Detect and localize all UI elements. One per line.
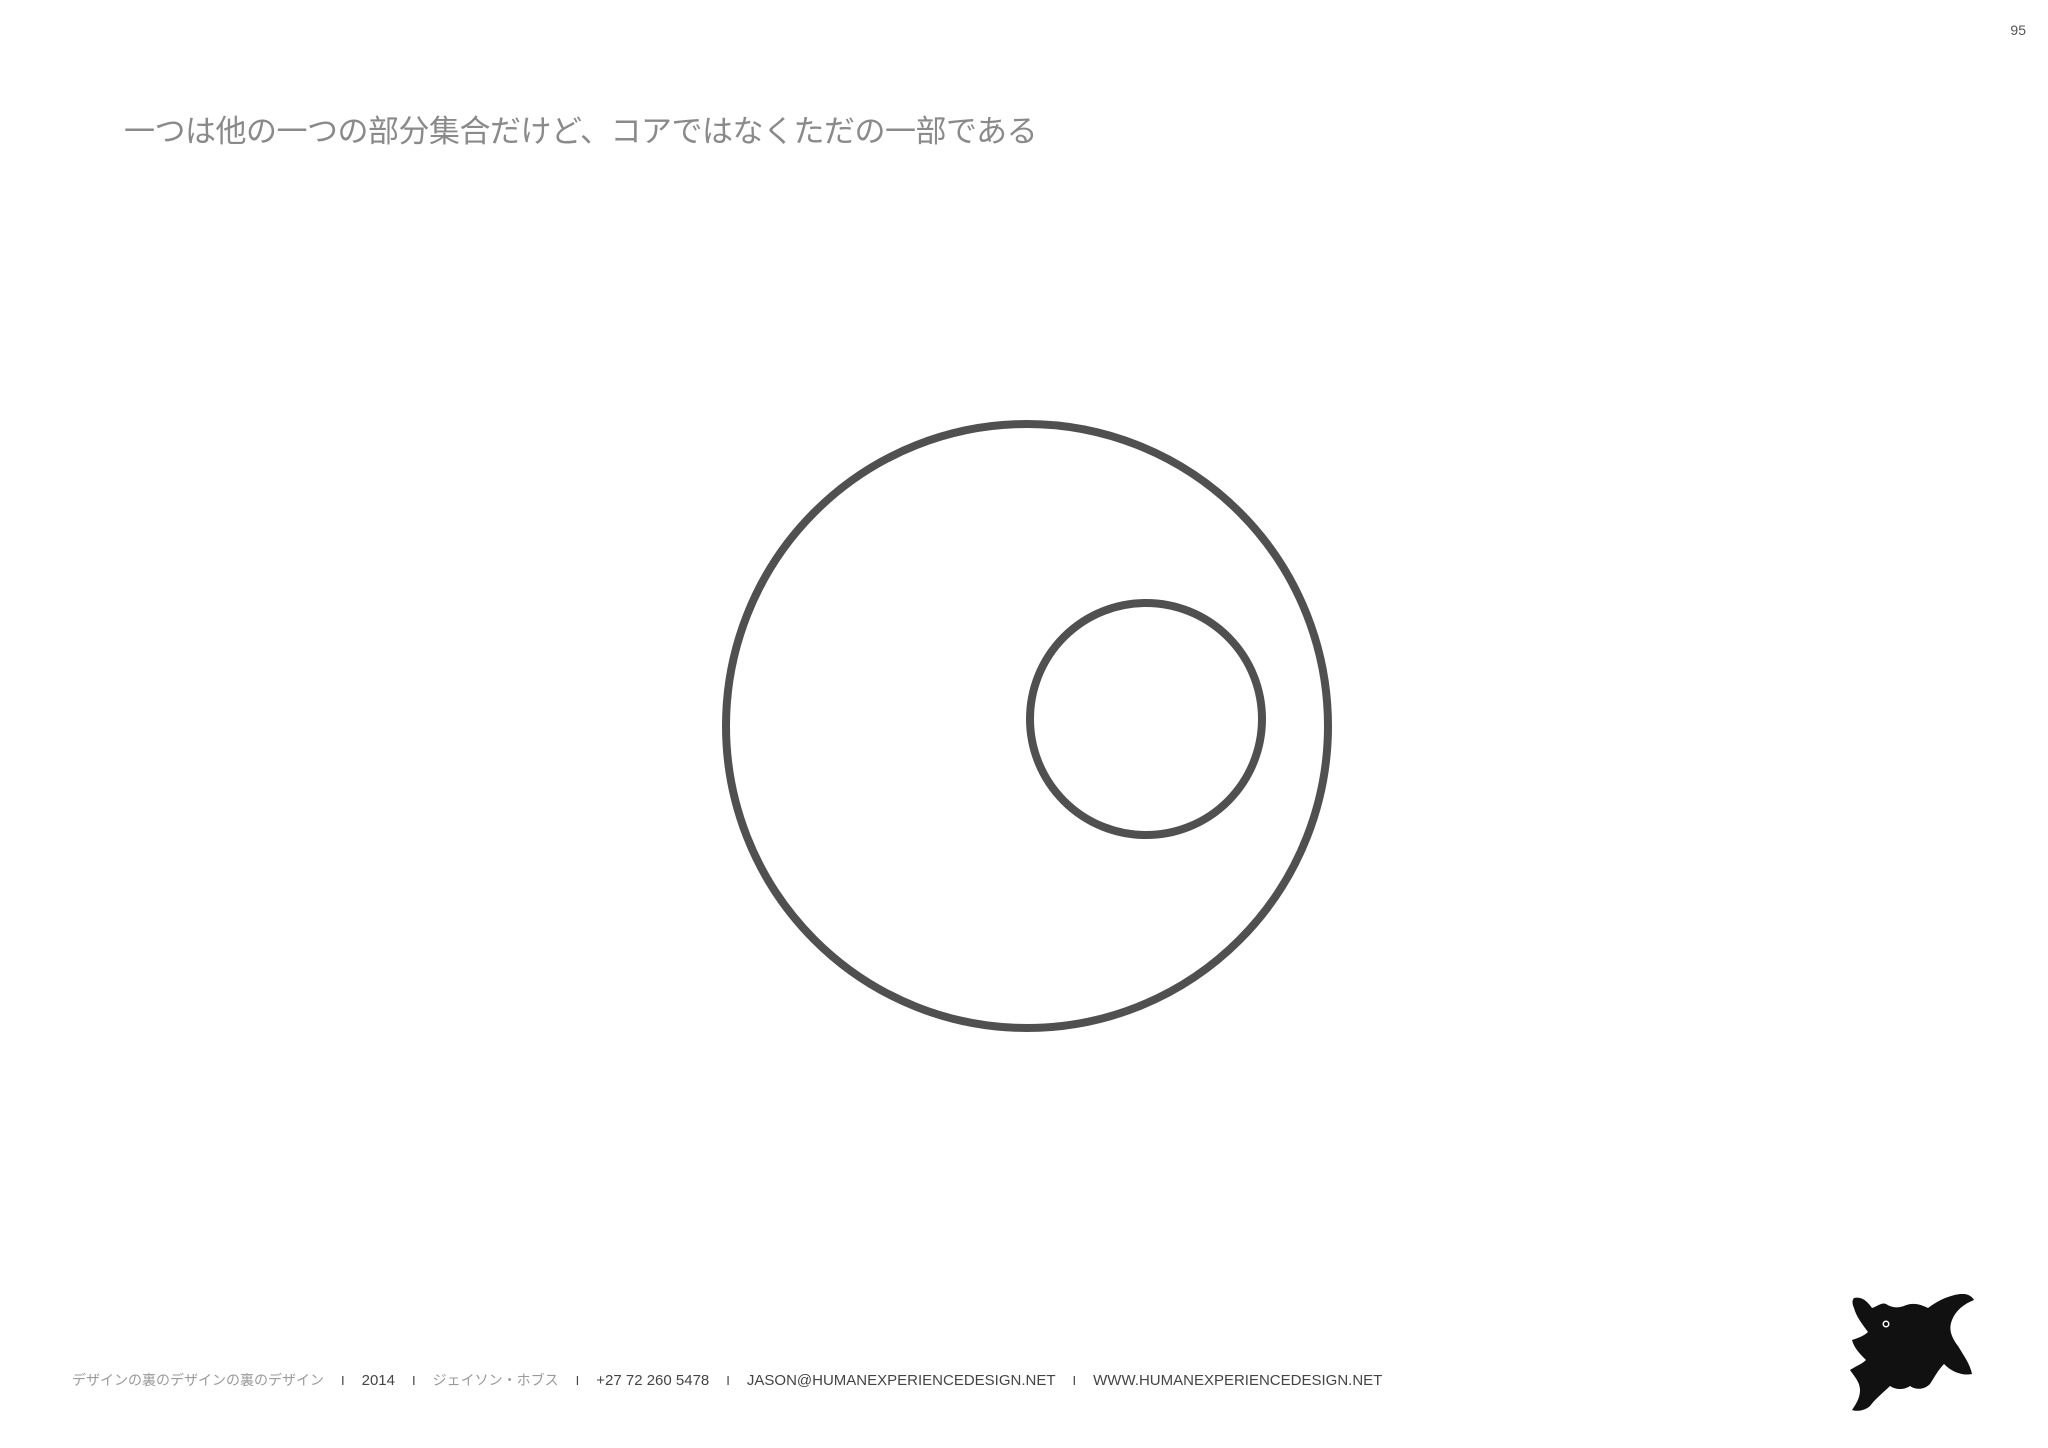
footer-separator: I: [726, 1372, 730, 1388]
footer-separator: I: [412, 1372, 416, 1388]
footer-author: ジェイソン・ホブス: [432, 1373, 559, 1389]
slide-title: 一つは他の一つの部分集合だけど、コアではなくただの一部である: [124, 114, 1038, 150]
outer-set-circle: [722, 420, 1332, 1032]
footer: デザインの裏のデザインの裏のデザイン I 2014 I ジェイソン・ホブス I …: [72, 1370, 1382, 1390]
footer-year: 2014: [361, 1371, 395, 1389]
footer-book-title: デザインの裏のデザインの裏のデザイン: [72, 1373, 324, 1389]
footer-separator: I: [575, 1372, 580, 1388]
footer-email[interactable]: JASON@HUMANEXPERIENCEDESIGN.NET: [746, 1371, 1056, 1389]
footer-website[interactable]: WWW.HUMANEXPERIENCEDESIGN.NET: [1093, 1371, 1383, 1389]
footer-phone: +27 72 260 5478: [596, 1371, 710, 1389]
footer-separator: I: [341, 1372, 345, 1388]
page-number: 95: [2010, 22, 2026, 38]
footer-separator: I: [1072, 1372, 1077, 1388]
creature-logo-icon: [1850, 1294, 1974, 1411]
inner-subset-circle: [1026, 599, 1266, 839]
